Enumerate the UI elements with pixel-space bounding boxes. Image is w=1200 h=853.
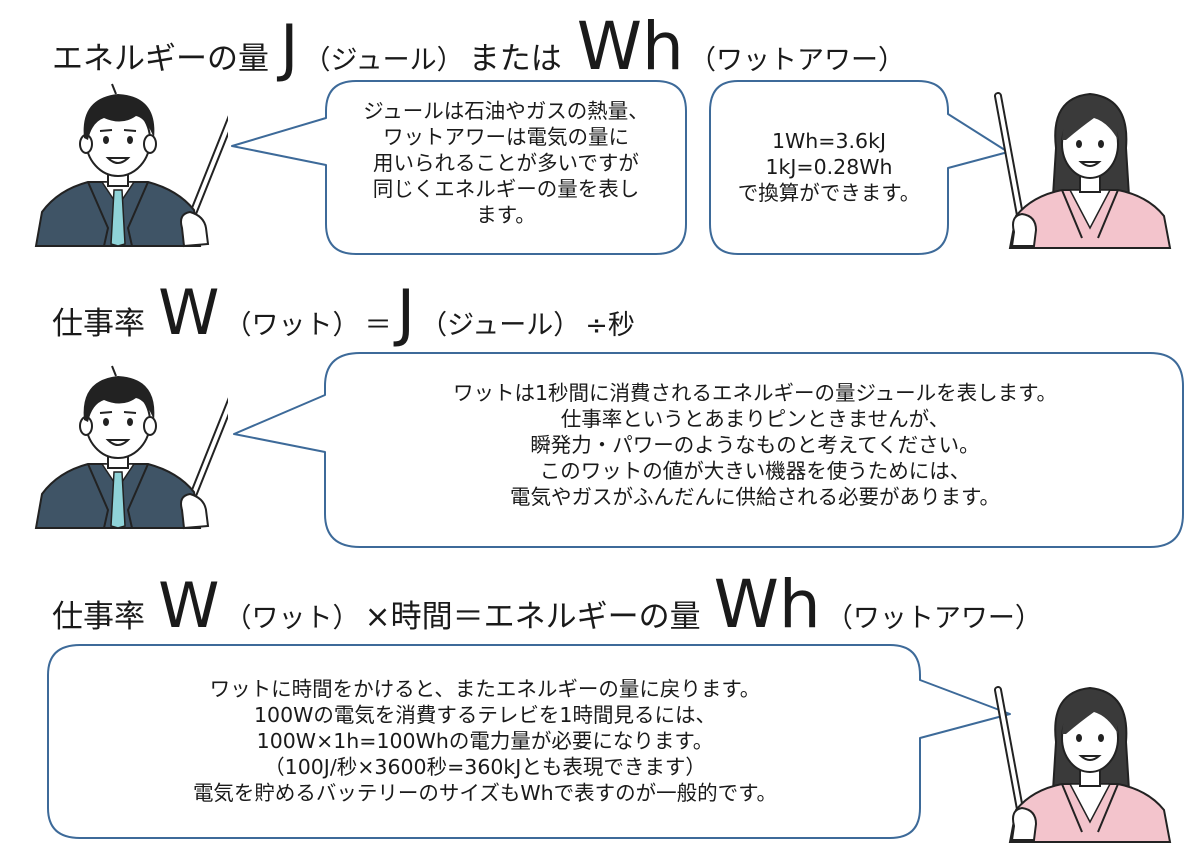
bubble3-text: ワットは1秒間に消費されるエネルギーの量ジュールを表します。 仕事率というとあま… bbox=[330, 380, 1180, 510]
section1-heading-unit-j: J bbox=[280, 11, 299, 84]
speech-bubble-1 bbox=[231, 80, 687, 255]
section3-heading-unit-w: W bbox=[158, 569, 220, 642]
section1-heading-unit-j-reading: （ジュール） bbox=[303, 45, 464, 76]
section3-heading-prefix: 仕事率 bbox=[52, 599, 145, 635]
section3-heading-middle: ×時間＝エネルギーの量 bbox=[364, 599, 701, 635]
bubble4-line: 電気を貯めるバッテリーのサイズもWhで表すのが一般的です。 bbox=[192, 781, 778, 805]
section2-heading-unit-j: J bbox=[396, 276, 415, 349]
bubble4-text: ワットに時間をかけると、またエネルギーの量に戻ります。 100Wの電気を消費する… bbox=[50, 676, 920, 806]
section3-heading: 仕事率 W （ワット） ×時間＝エネルギーの量 Wh （ワットアワー） bbox=[52, 572, 1042, 638]
male-teacher-pointer-illustration bbox=[18, 78, 228, 250]
section2-heading-unit-w-reading: （ワット） bbox=[224, 310, 360, 341]
section2-heading: 仕事率 W （ワット） ＝ J （ジュール） ÷秒 bbox=[52, 282, 635, 344]
bubble2-line: 1kJ=0.28Wh bbox=[765, 155, 893, 179]
bubble1-line: 用いられることが多いですが bbox=[373, 151, 639, 175]
section2-heading-unit-j-reading: （ジュール） bbox=[420, 310, 581, 341]
section1-heading-unit-wh: Wh bbox=[576, 8, 684, 85]
bubble4-line: （100J/秒×3600秒=360kJとも表現できます） bbox=[264, 755, 706, 779]
speech-bubble-4 bbox=[47, 644, 1011, 839]
bubble1-line: ワットアワーは電気の量に bbox=[383, 125, 629, 149]
bubble4-line: ワットに時間をかけると、またエネルギーの量に戻ります。 bbox=[209, 677, 761, 701]
section2-heading-suffix: ÷秒 bbox=[585, 310, 635, 341]
female-teacher-pointer-illustration bbox=[990, 672, 1190, 844]
bubble3-line: このワットの値が大きい機器を使うためには、 bbox=[539, 459, 971, 483]
section2-heading-unit-w: W bbox=[158, 276, 220, 349]
bubble2-line: で換算ができます。 bbox=[737, 181, 921, 205]
male-teacher-pointer-illustration bbox=[18, 360, 228, 532]
bubble4-line: 100W×1h=100Whの電力量が必要になります。 bbox=[256, 729, 714, 753]
female-teacher-pointer-illustration bbox=[990, 78, 1190, 250]
bubble3-line: 電気やガスがふんだんに供給される必要があります。 bbox=[510, 485, 1000, 509]
section1-heading: エネルギーの量 J （ジュール） または Wh （ワットアワー） bbox=[52, 14, 905, 80]
section3-heading-unit-wh: Wh bbox=[713, 566, 821, 643]
section1-heading-connector: または bbox=[468, 41, 562, 77]
section3-heading-unit-wh-reading: （ワットアワー） bbox=[825, 603, 1042, 634]
bubble1-line: ジュールは石油やガスの熱量、 bbox=[363, 99, 649, 123]
section2-heading-equals: ＝ bbox=[364, 310, 392, 341]
bubble2-text: 1Wh=3.6kJ 1kJ=0.28Wh で換算ができます。 bbox=[710, 128, 948, 206]
speech-bubble-2 bbox=[709, 80, 1009, 255]
speech-bubble-3 bbox=[233, 352, 1184, 548]
section1-heading-prefix: エネルギーの量 bbox=[52, 41, 269, 77]
bubble1-line: 同じくエネルギーの量を表し bbox=[372, 177, 640, 201]
bubble2-line: 1Wh=3.6kJ bbox=[771, 129, 886, 153]
section1-heading-unit-wh-reading: （ワットアワー） bbox=[688, 45, 905, 76]
bubble1-text: ジュールは石油やガスの熱量、 ワットアワーは電気の量に 用いられることが多いです… bbox=[326, 98, 686, 228]
bubble3-line: ワットは1秒間に消費されるエネルギーの量ジュールを表します。 bbox=[452, 381, 1058, 405]
bubble4-line: 100Wの電気を消費するテレビを1時間見るには、 bbox=[254, 703, 716, 727]
section3-heading-unit-w-reading: （ワット） bbox=[224, 603, 360, 634]
bubble1-line: ます。 bbox=[476, 203, 536, 227]
bubble3-line: 瞬発力・パワーのようなものと考えてください。 bbox=[530, 433, 980, 457]
section2-heading-prefix: 仕事率 bbox=[52, 306, 145, 342]
bubble3-line: 仕事率というとあまりピンときませんが、 bbox=[560, 407, 950, 431]
